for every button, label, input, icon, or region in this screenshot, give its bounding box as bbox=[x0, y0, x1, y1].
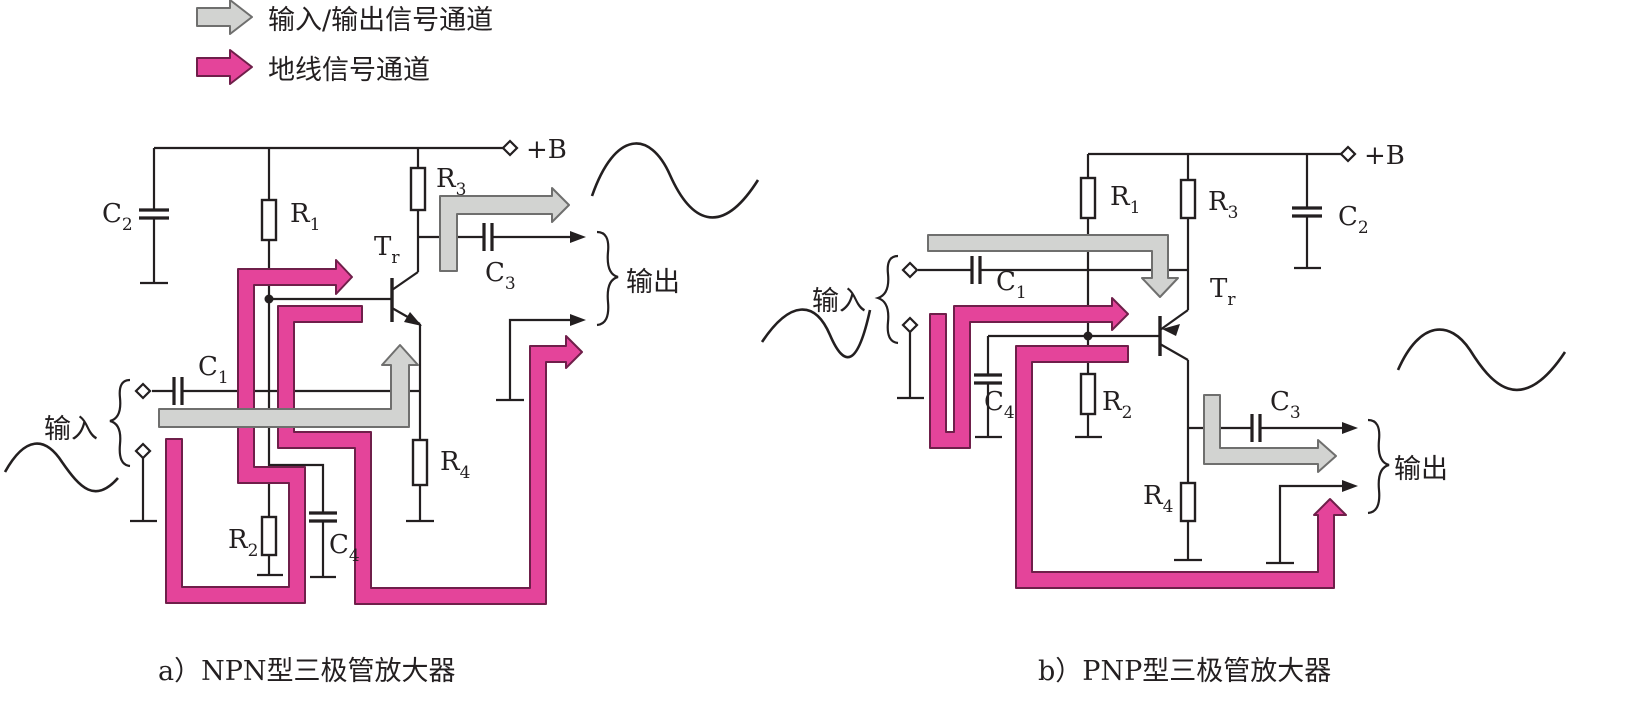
npn-output-brace bbox=[596, 230, 619, 327]
npn-input-waveform bbox=[3, 442, 119, 493]
legend-signal-arrow bbox=[196, 0, 253, 35]
npn-input-terminal-top bbox=[134, 382, 152, 400]
npn-r4 bbox=[411, 438, 429, 487]
pnp-r1 bbox=[1079, 176, 1097, 220]
npn-ground-path-2 bbox=[277, 305, 583, 605]
pnp-supply-label: +B bbox=[1364, 141, 1405, 171]
pnp-signal-input-path bbox=[927, 234, 1179, 298]
npn-input-label: 输入 bbox=[44, 414, 98, 445]
npn-r2 bbox=[260, 515, 278, 557]
npn-r4-label: R4 bbox=[440, 447, 470, 483]
pnp-c3-label: C3 bbox=[1270, 387, 1301, 423]
pnp-output-arrowhead-bottom bbox=[1342, 480, 1358, 492]
pnp-output-waveform bbox=[1396, 328, 1567, 392]
npn-c4-label: C4 bbox=[329, 530, 360, 566]
npn-output-arrowhead-bottom bbox=[570, 314, 586, 326]
npn-caption: a）NPN型三极管放大器 bbox=[158, 656, 456, 687]
pnp-signal-output-path bbox=[1203, 394, 1337, 473]
legend: 输入/输出信号通道 地线信号通道 bbox=[196, 0, 493, 86]
npn-output-label: 输出 bbox=[626, 267, 680, 298]
pnp-r3-label: R3 bbox=[1208, 187, 1238, 223]
pnp-r4-label: R4 bbox=[1143, 481, 1173, 517]
pnp-circuit: +B R1 R3 C2 Tr C1 输入 C4 R2 C3 输出 R4 b）PN… bbox=[760, 141, 1567, 687]
pnp-caption: b）PNP型三极管放大器 bbox=[1038, 656, 1331, 687]
pnp-r1-label: R1 bbox=[1110, 182, 1140, 218]
npn-ground-path-1 bbox=[165, 259, 353, 604]
npn-output-waveform bbox=[590, 142, 760, 219]
npn-supply-label: +B bbox=[526, 135, 567, 165]
pnp-r2-label: R2 bbox=[1102, 387, 1132, 423]
pnp-c2-label: C2 bbox=[1338, 202, 1369, 238]
npn-input-terminal-bottom bbox=[134, 442, 152, 460]
pnp-transistor-label: Tr bbox=[1210, 274, 1236, 310]
npn-signal-output-path bbox=[439, 187, 570, 272]
pnp-c1 bbox=[970, 256, 982, 284]
pnp-output-brace bbox=[1367, 418, 1390, 515]
npn-signal-input-path bbox=[158, 344, 419, 428]
legend-ground-label: 地线信号通道 bbox=[268, 55, 430, 86]
npn-c2 bbox=[139, 208, 169, 220]
pnp-output-arrowhead-top bbox=[1342, 422, 1358, 434]
pnp-supply-terminal bbox=[1339, 145, 1357, 163]
pnp-output-label: 输出 bbox=[1394, 454, 1448, 485]
pnp-input-terminal-bottom bbox=[901, 316, 919, 334]
legend-signal-label: 输入/输出信号通道 bbox=[268, 5, 493, 36]
pnp-input-label: 输入 bbox=[812, 286, 866, 317]
legend-ground-arrow bbox=[196, 49, 253, 85]
pnp-emitter-arrow bbox=[1162, 324, 1180, 336]
npn-c4 bbox=[309, 511, 337, 523]
npn-circuit: +B C2 R1 R3 Tr C3 输出 C1 输入 R4 R2 C4 a）NP… bbox=[3, 135, 760, 687]
npn-c3 bbox=[482, 223, 494, 251]
pnp-junction bbox=[1083, 331, 1093, 341]
npn-junction bbox=[264, 294, 274, 304]
npn-r3-label: R3 bbox=[436, 164, 466, 200]
pnp-ground-path-1 bbox=[929, 297, 1129, 449]
pnp-r2 bbox=[1079, 372, 1097, 416]
npn-r1 bbox=[260, 198, 278, 242]
npn-emitter-arrow bbox=[404, 312, 422, 326]
pnp-input-terminal-top bbox=[901, 261, 919, 279]
npn-c3-label: C3 bbox=[485, 258, 516, 294]
pnp-r3 bbox=[1179, 178, 1197, 220]
pnp-c3 bbox=[1250, 414, 1262, 442]
npn-output-arrowhead-top bbox=[570, 231, 586, 243]
npn-r1-label: R1 bbox=[290, 199, 320, 235]
pnp-ground-path-2 bbox=[1015, 345, 1347, 589]
pnp-c1-label: C1 bbox=[996, 267, 1027, 303]
npn-c2-label: C2 bbox=[102, 199, 133, 235]
pnp-input-waveform bbox=[760, 308, 872, 359]
npn-c1-label: C1 bbox=[198, 352, 229, 388]
npn-c1 bbox=[172, 377, 184, 405]
npn-supply-terminal bbox=[501, 139, 519, 157]
npn-r3 bbox=[409, 166, 427, 212]
pnp-c4-label: C4 bbox=[984, 387, 1015, 423]
npn-r2-label: R2 bbox=[228, 525, 258, 561]
pnp-input-brace bbox=[874, 254, 899, 345]
pnp-c4 bbox=[974, 373, 1002, 385]
npn-input-brace bbox=[109, 378, 131, 468]
pnp-r4 bbox=[1179, 481, 1197, 523]
pnp-c2 bbox=[1292, 206, 1322, 218]
npn-transistor-label: Tr bbox=[374, 232, 400, 268]
